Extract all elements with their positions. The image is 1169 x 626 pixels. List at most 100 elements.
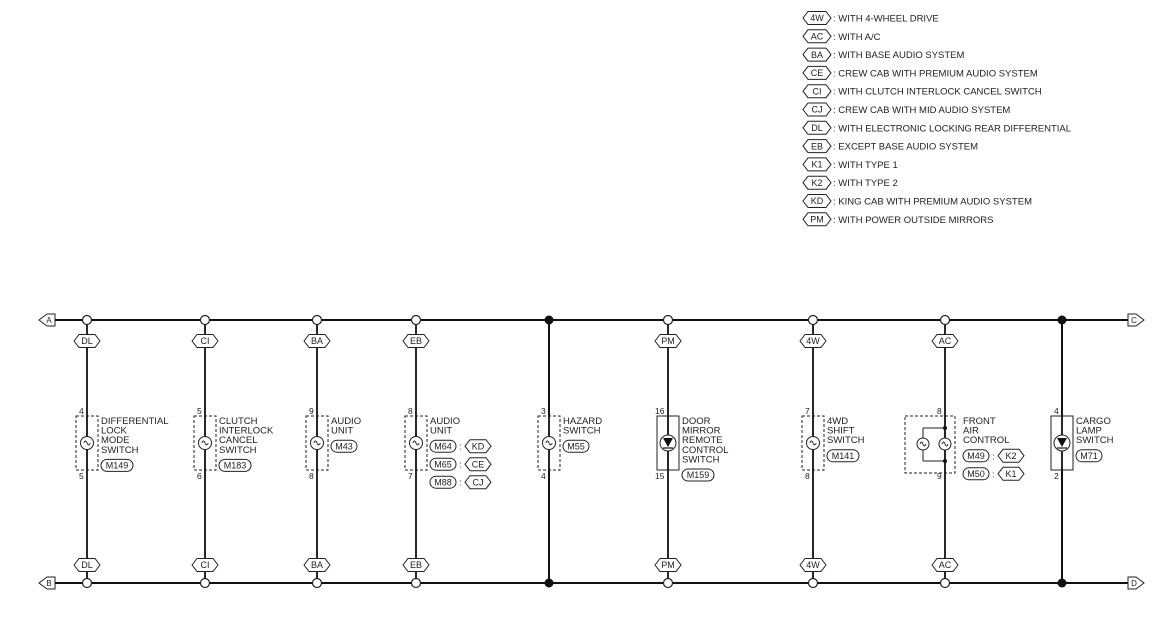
option-tag-top: CI [191, 334, 219, 348]
legend-description: : WITH A/C [833, 32, 881, 43]
filament-icon [809, 440, 817, 446]
legend-description: : CREW CAB WITH PREMIUM AUDIO SYSTEM [833, 68, 1038, 79]
splice-open-top [311, 314, 323, 326]
tag-label: K1 [811, 160, 822, 170]
tag-label: CJ [812, 105, 823, 115]
tag-outline [402, 558, 430, 572]
connector-tag: M65 [429, 457, 457, 471]
splice-solid-bottom [544, 578, 554, 588]
component-name-line: SWITCH [101, 445, 139, 456]
arrow-outline [38, 576, 56, 590]
pin-number-top: 3 [541, 406, 546, 416]
connector-label: M149 [106, 461, 129, 471]
tag-outline [402, 334, 430, 348]
connector-outline [429, 457, 457, 471]
legend-description: : EXCEPT BASE AUDIO SYSTEM [833, 142, 978, 153]
legend-description: : WITH POWER OUTSIDE MIRRORS [833, 215, 993, 226]
option-tag-top: AC [931, 334, 959, 348]
arrow-letter: D [1131, 579, 1137, 588]
splice-open-bottom [939, 577, 951, 589]
component-name-line: CANCEL [219, 435, 258, 446]
splice-open-bottom [311, 577, 323, 589]
connector-outline [1075, 449, 1103, 463]
connector-tag: M183 [218, 458, 252, 472]
tag-outline [303, 558, 331, 572]
splice-open-top [81, 314, 93, 326]
tag-outline [464, 439, 492, 454]
connector-outline [681, 468, 715, 482]
tag-outline [802, 84, 832, 99]
component-name-line: DOOR [682, 416, 711, 427]
component-name-line: INTERLOCK [219, 426, 274, 437]
tag-label: 4W [810, 13, 824, 23]
tag-outline [802, 65, 832, 80]
tag-outline [802, 212, 832, 227]
colon: : [992, 451, 995, 462]
splice-open-bottom [410, 577, 422, 589]
tag-outline [997, 448, 1025, 463]
component-name-line: UNIT [331, 426, 353, 437]
legend-description: : WITH CLUTCH INTERLOCK CANCEL SWITCH [833, 87, 1042, 98]
legend-code-tag: PM [802, 212, 832, 227]
connector-tag: M149 [100, 458, 134, 472]
component-name-line: CARGO [1076, 416, 1111, 427]
connector-tag: M64 [429, 439, 457, 453]
tag-outline [802, 157, 832, 172]
splice-open-top [662, 314, 674, 326]
connector-outline [562, 439, 590, 453]
tag-label: PM [661, 336, 675, 346]
connector-outline [826, 449, 860, 463]
legend-description: : WITH 4-WHEEL DRIVE [833, 14, 939, 25]
pin-number-bottom: 4 [541, 471, 546, 481]
option-tag-bottom: EB [402, 558, 430, 572]
pin-number-top: 5 [197, 406, 202, 416]
option-tag-top: BA [303, 334, 331, 348]
splice-solid-bottom [1057, 578, 1067, 588]
pin-number-top: 7 [805, 406, 810, 416]
component-name-line: LOCK [101, 426, 128, 437]
tag-outline [997, 466, 1025, 481]
junction-dot [943, 426, 947, 430]
pin-number-bottom: 6 [197, 471, 202, 481]
junction-dot [943, 459, 947, 463]
option-tag-bottom: AC [931, 558, 959, 572]
tag-outline [802, 102, 832, 117]
tag-label: BA [311, 336, 323, 346]
connector-tag: M159 [681, 468, 715, 482]
tag-label: AC [939, 336, 952, 346]
component-name-line: SHIFT [827, 426, 855, 437]
tag-label: KD [472, 441, 485, 451]
component-name-line: AIR [963, 426, 979, 437]
component-name-line: SWITCH [682, 454, 720, 465]
tag-outline [464, 475, 492, 490]
filament-icon [919, 441, 927, 447]
splice-solid-top [1057, 315, 1067, 325]
splice-open-bottom [807, 577, 819, 589]
legend-code-tag: BA [802, 47, 832, 62]
connector-tag: M55 [562, 439, 590, 453]
pin-number-bottom: 9 [937, 471, 942, 481]
legend-code-tag: CI [802, 84, 832, 99]
variant-code-tag: K2 [997, 448, 1025, 463]
tag-label: EB [410, 560, 422, 570]
legend-code-tag: AC [802, 29, 832, 44]
connector-outline [330, 439, 358, 453]
tag-outline [802, 47, 832, 62]
pin-number-top: 8 [937, 406, 942, 416]
option-tag-bottom: PM [654, 558, 682, 572]
arrow-outline [38, 313, 56, 327]
tag-outline [931, 558, 959, 572]
legend-code-tag: CJ [802, 102, 832, 117]
tag-label: CI [201, 336, 210, 346]
bus-arrow-a: A [38, 313, 56, 327]
tag-label: BA [811, 50, 823, 60]
splice-open-top [410, 314, 422, 326]
connector-label: M55 [567, 441, 585, 451]
component-name-line: MIRROR [682, 426, 721, 437]
filament-icon [201, 440, 209, 446]
